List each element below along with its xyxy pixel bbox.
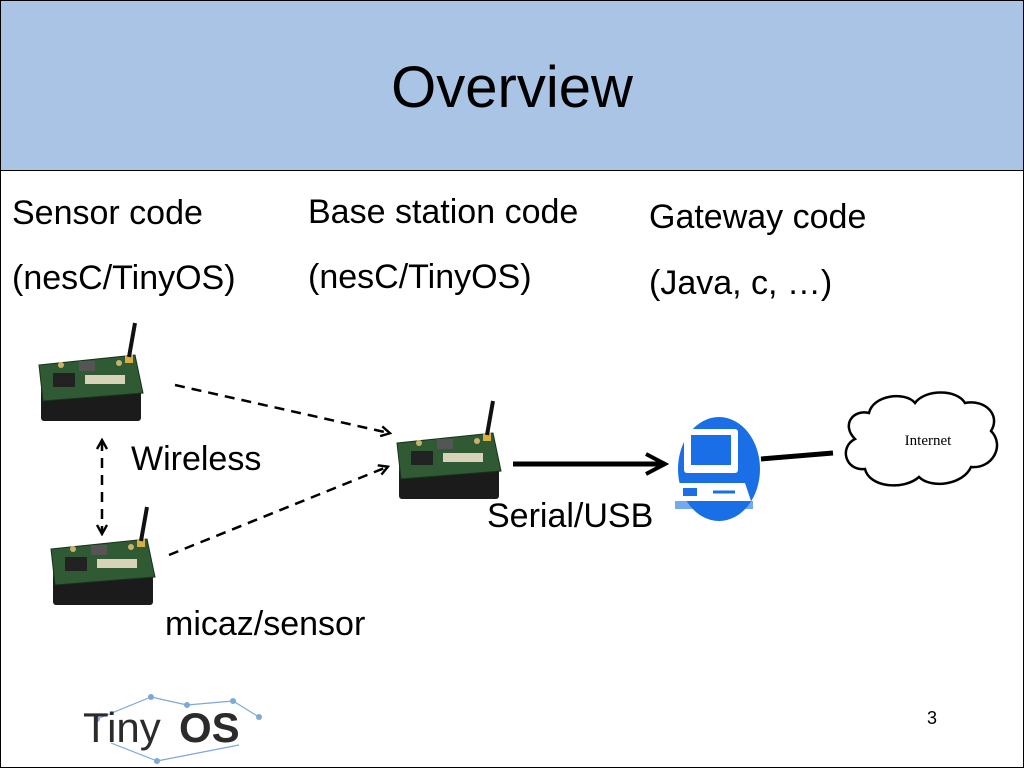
internet-label: Internet — [905, 433, 952, 449]
wireless-link-bottom — [168, 467, 387, 557]
gateway-code-heading: Gateway code — [649, 198, 867, 236]
base-station-mote-icon — [395, 399, 503, 501]
tinyos-logo-os: OS — [179, 704, 240, 751]
page-number: 3 — [926, 708, 937, 728]
wireless-link-top — [174, 383, 389, 433]
sensor-mote-bottom-icon — [49, 505, 157, 607]
sensor-mote-top-icon — [37, 321, 145, 423]
wireless-label: Wireless — [131, 440, 262, 478]
sensor-code-heading: Sensor code — [12, 194, 203, 232]
internet-cloud-icon: Internet — [844, 391, 999, 487]
internet-link — [760, 450, 834, 462]
serial-usb-label: Serial/USB — [487, 497, 654, 535]
tinyos-logo: Tiny OS — [83, 694, 262, 764]
tinyos-logo-tiny: Tiny — [83, 704, 161, 751]
sensor-code-language: (nesC/TinyOS) — [12, 259, 236, 297]
gateway-code-language: (Java, c, …) — [649, 264, 833, 302]
computer-icon — [673, 417, 760, 521]
slide-title: Overview — [391, 55, 633, 120]
micaz-sensor-label: micaz/sensor — [165, 605, 366, 643]
base-station-code-language: (nesC/TinyOS) — [308, 258, 532, 296]
title-bar: Overview — [1, 1, 1023, 171]
base-station-code-heading: Base station code — [308, 193, 579, 231]
